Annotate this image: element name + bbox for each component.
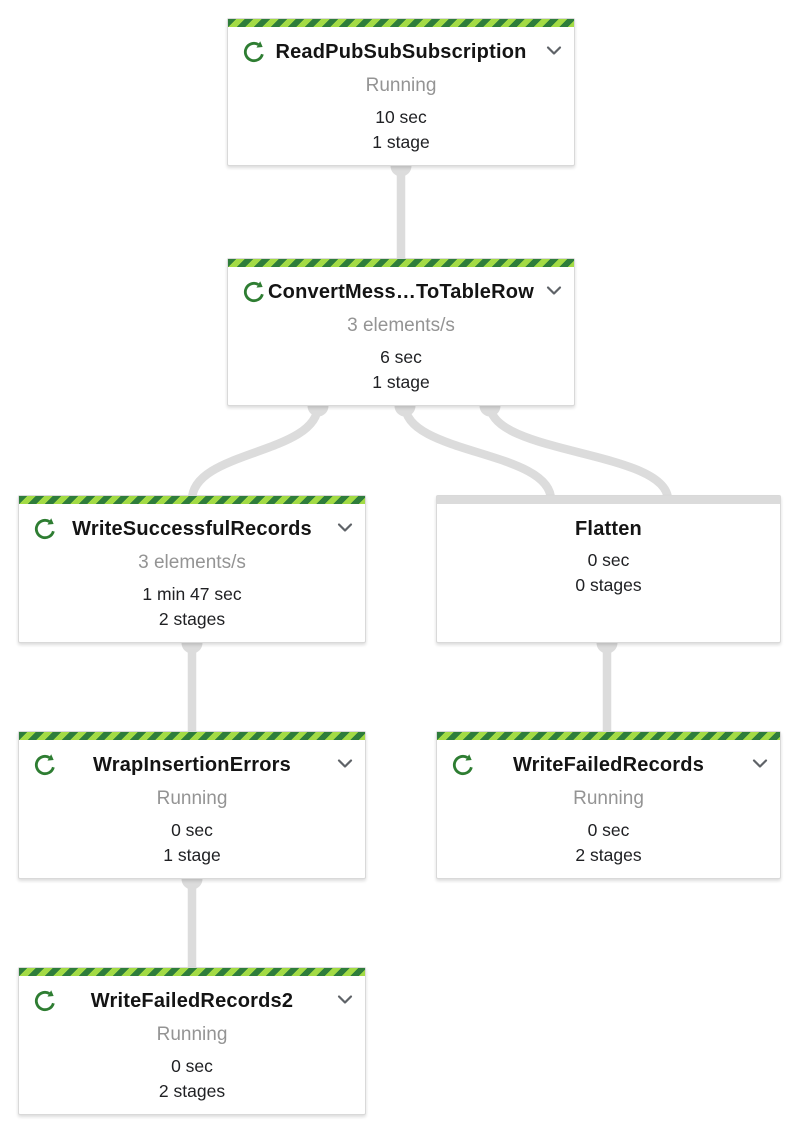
- running-stripe-bar: [19, 496, 365, 504]
- running-stripe-bar: [19, 732, 365, 740]
- node-title: WriteFailedRecords: [512, 754, 705, 776]
- running-icon: [450, 752, 476, 778]
- running-stripe-bar: [19, 968, 365, 976]
- node-duration: 1 min 47 sec: [142, 584, 242, 604]
- node-title: ReadPubSubSubscription: [275, 41, 527, 63]
- node-header: ReadPubSubSubscription: [228, 39, 574, 65]
- running-icon: [32, 752, 58, 778]
- node-duration: 0 sec: [587, 820, 630, 840]
- running-icon: [32, 988, 58, 1014]
- node-duration: 6 sec: [380, 347, 422, 367]
- node-status: Running: [573, 788, 644, 809]
- node-header: Flatten: [437, 516, 780, 542]
- running-icon: [241, 279, 267, 305]
- running-icon: [241, 39, 267, 65]
- task-node-writefailedrecords[interactable]: WriteFailedRecords Running 0 sec 2 stage…: [436, 731, 781, 879]
- node-duration: 0 sec: [171, 820, 213, 840]
- node-header: WriteSuccessfulRecords: [19, 516, 365, 542]
- chevron-down-icon[interactable]: [752, 753, 768, 768]
- node-title: WrapInsertionErrors: [93, 754, 291, 776]
- node-duration: 0 sec: [587, 550, 630, 570]
- running-icon: [32, 516, 58, 542]
- edge: [485, 404, 673, 501]
- node-status: Running: [156, 1024, 228, 1045]
- node-title: Flatten: [575, 518, 642, 540]
- node-stages: 1 stage: [372, 372, 430, 392]
- idle-top-bar: [437, 496, 780, 504]
- node-duration: 0 sec: [171, 1056, 213, 1076]
- node-header: WriteFailedRecords2: [19, 988, 365, 1014]
- chevron-down-icon[interactable]: [337, 989, 353, 1004]
- running-stripe-bar: [228, 19, 574, 27]
- node-header: WrapInsertionErrors: [19, 752, 365, 778]
- node-stages: 2 stages: [158, 1081, 226, 1101]
- node-title: WriteFailedRecords2: [90, 990, 294, 1012]
- chevron-down-icon[interactable]: [337, 753, 353, 768]
- running-stripe-bar: [228, 259, 574, 267]
- node-stages: 2 stages: [575, 845, 642, 865]
- node-title: ConvertMess…ToTableRow: [268, 281, 534, 303]
- edge: [187, 404, 323, 501]
- task-node-flatten[interactable]: Flatten 0 sec 0 stages: [436, 495, 781, 643]
- node-stages: 0 stages: [575, 575, 642, 595]
- node-status: Running: [365, 75, 437, 96]
- node-header: WriteFailedRecords: [437, 752, 780, 778]
- task-node-convertmessagetotablerow[interactable]: ConvertMess…ToTableRow 3 elements/s 6 se…: [227, 258, 575, 406]
- node-status: 3 elements/s: [347, 315, 455, 336]
- node-stages: 1 stage: [163, 845, 221, 865]
- node-stages: 1 stage: [372, 132, 430, 152]
- node-duration: 10 sec: [375, 107, 427, 127]
- chevron-down-icon[interactable]: [546, 280, 562, 295]
- node-status: 3 elements/s: [138, 552, 246, 573]
- task-node-wrapinsertionerrors[interactable]: WrapInsertionErrors Running 0 sec 1 stag…: [18, 731, 366, 879]
- node-title: WriteSuccessfulRecords: [72, 518, 312, 540]
- node-stages: 2 stages: [158, 609, 226, 629]
- edge: [400, 404, 556, 501]
- task-node-writesuccessfulrecords[interactable]: WriteSuccessfulRecords 3 elements/s 1 mi…: [18, 495, 366, 643]
- chevron-down-icon[interactable]: [546, 40, 562, 55]
- node-header: ConvertMess…ToTableRow: [228, 279, 574, 305]
- chevron-down-icon[interactable]: [337, 517, 353, 532]
- task-node-writefailedrecords2[interactable]: WriteFailedRecords2 Running 0 sec 2 stag…: [18, 967, 366, 1115]
- node-status: Running: [156, 788, 228, 809]
- task-node-readpubsubsubscription[interactable]: ReadPubSubSubscription Running 10 sec 1 …: [227, 18, 575, 166]
- running-stripe-bar: [437, 732, 780, 740]
